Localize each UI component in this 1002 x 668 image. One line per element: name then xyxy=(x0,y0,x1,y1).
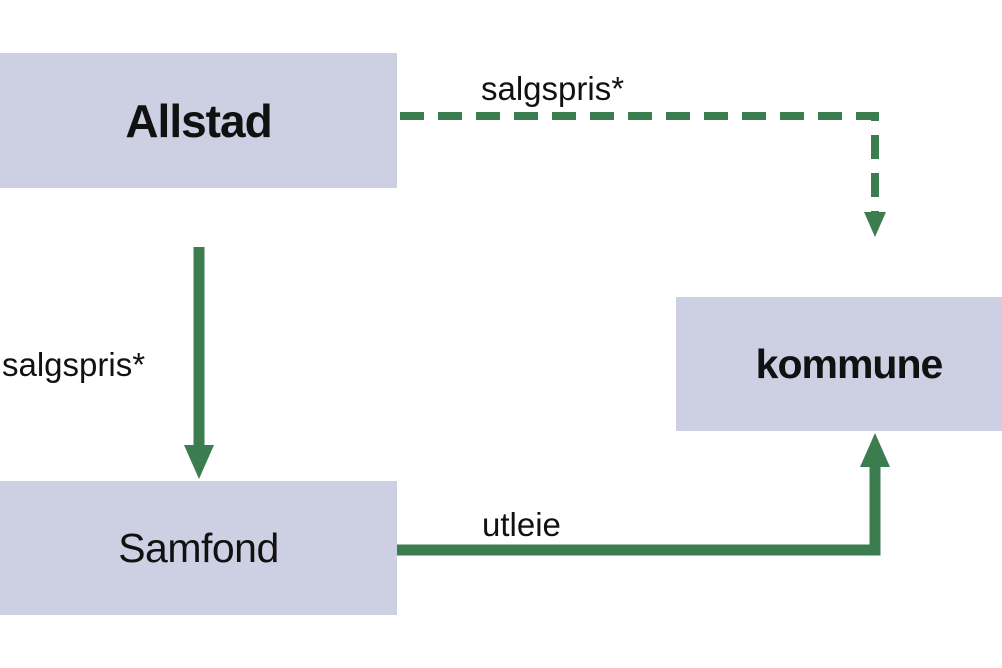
node-allstad: Allstad xyxy=(0,53,397,188)
edge-label-allstad-to-kommune: salgspris* xyxy=(481,70,625,107)
node-kommune-label: kommune xyxy=(755,340,944,387)
edge-label-allstad-to-samfond: salgspris* xyxy=(2,346,146,383)
edge-allstad-to-samfond xyxy=(184,247,214,479)
node-allstad-label: Allstad xyxy=(125,94,272,147)
arrowhead-up-icon xyxy=(860,433,890,467)
node-samfond: Samfond xyxy=(0,481,397,615)
arrowhead-down-icon xyxy=(864,212,886,237)
edge-samfond-to-kommune xyxy=(397,433,890,556)
node-samfond-label: Samfond xyxy=(118,524,279,571)
edge-label-samfond-to-kommune: utleie xyxy=(482,506,561,543)
node-kommune: kommune xyxy=(676,297,1002,431)
arrowhead-down-icon xyxy=(184,445,214,479)
edge-allstad-to-kommune xyxy=(400,112,886,237)
